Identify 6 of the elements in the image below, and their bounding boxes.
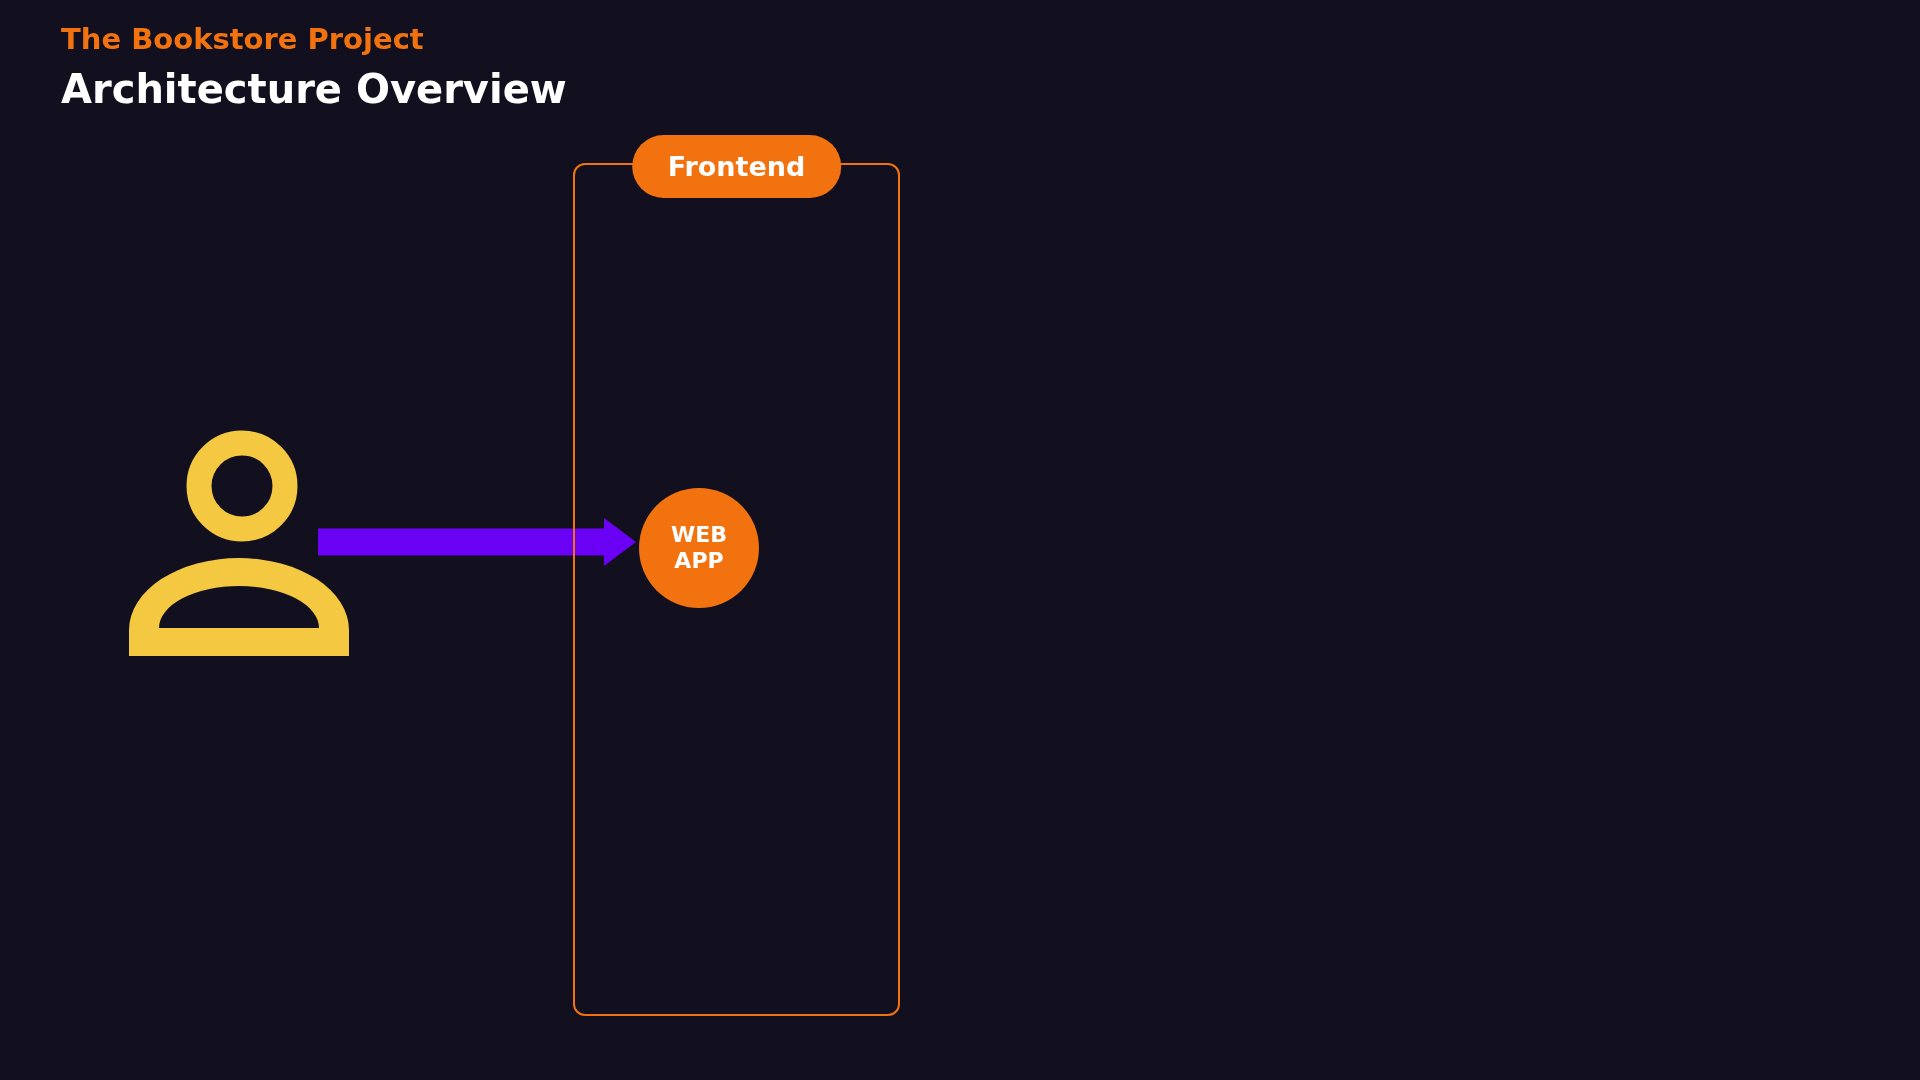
arrow [318, 518, 636, 566]
subtitle: The Bookstore Project [61, 22, 424, 56]
component-label: WEB APP [669, 521, 729, 575]
group-heading: Frontend [631, 135, 842, 198]
person-icon [129, 430, 349, 656]
title: Architecture Overview [61, 66, 567, 112]
